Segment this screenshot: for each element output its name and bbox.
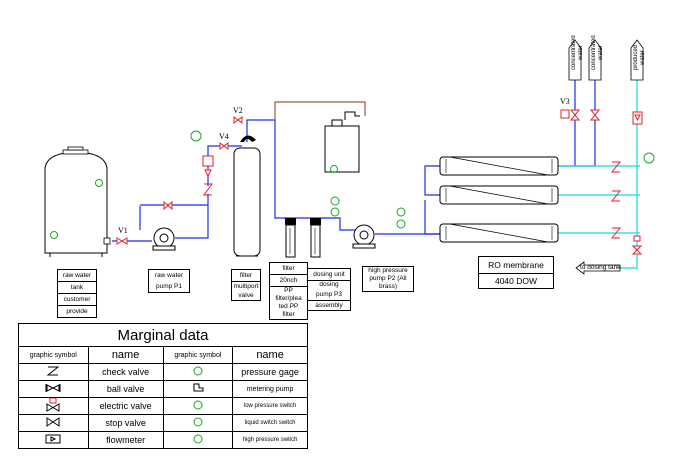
concentrate-valve-icon	[589, 109, 601, 121]
legend-check-valve: check valve	[87, 363, 164, 381]
multiport-filter-vessel	[233, 135, 261, 257]
high-pressure-switch-icon	[193, 434, 203, 444]
legend-low-pressure-switch: low pressure switch	[232, 397, 308, 415]
legend-flowmeter: flowmeter	[87, 431, 164, 449]
to-dosing-tank-label: to dosing tank	[580, 264, 621, 271]
legend-stop-valve: stop valve	[87, 414, 164, 432]
pressure-gage-icon	[190, 130, 202, 142]
high-pressure-pump-label: high pressure pump P2 (All brass)	[362, 266, 414, 292]
liquid-switch-icon-2	[50, 231, 58, 239]
legend-table: Marginal data graphic symbol name graphi…	[18, 323, 308, 449]
raw-water-tank-label: raw water tank customer provide	[57, 269, 97, 318]
valve-v1-icon	[116, 237, 128, 245]
raw-water-pump-label: raw water pump P1	[148, 269, 190, 293]
valve-v3-icon	[560, 109, 581, 121]
legend-metering-pump: metering pump	[232, 380, 308, 398]
valve-label-v3: V3	[560, 97, 570, 106]
ro-vessel-2	[439, 185, 559, 205]
metering-pump-icon	[344, 111, 360, 120]
pipes	[112, 80, 640, 269]
high-pressure-switch-icon	[396, 207, 406, 229]
ro-membrane-vessels	[439, 156, 559, 243]
pipe-filter-to-pp	[274, 120, 355, 231]
flowmeter-icon	[45, 434, 61, 444]
legend-col-symbol-2: graphic symbol	[162, 346, 234, 364]
valve-label-v1: V1	[118, 226, 128, 235]
low-pressure-switch-icon	[193, 400, 203, 410]
legend-col-symbol: graphic symbol	[18, 346, 89, 364]
stop-valve-icon	[46, 417, 60, 427]
legend-pressure-gage: pressure gage	[232, 363, 308, 381]
to-dosing-tank-arrow	[575, 261, 621, 275]
pipe-permeate	[558, 80, 640, 269]
ro-vessel-1	[439, 156, 559, 176]
legend-title: Marginal data	[18, 323, 308, 347]
pipe-filter-top	[246, 119, 275, 142]
valve-label-v2: V2	[233, 106, 243, 115]
legend-col-name-2: name	[232, 346, 308, 364]
legend-col-name: name	[87, 346, 164, 364]
flowmeter-icon	[632, 111, 643, 125]
filter-label: filter multiport valve	[231, 269, 261, 301]
permeate-check-valves	[610, 161, 622, 239]
pp-filter-label: filter 20nch PP filter/plea ted PP filte…	[269, 262, 308, 320]
dosing-return-valve-icon	[631, 235, 643, 255]
legend-liquid-switch: liquid switch switch	[232, 414, 308, 432]
pp-filter-housings	[285, 218, 321, 258]
low-pressure-switch-icon	[330, 196, 340, 217]
liquid-switch-icon	[193, 417, 203, 427]
valve-v2-icon	[233, 116, 243, 124]
valve-label-v4: V4	[219, 132, 229, 141]
dosing-unit-label: dosing unit dosing pump P3 assembly	[307, 268, 351, 311]
pipe-concentrate	[558, 80, 596, 167]
dosing-tank	[324, 111, 360, 173]
pipe-ro-interconnect	[424, 165, 440, 235]
legend-high-pressure-switch: high pressure switch	[232, 431, 308, 449]
ro-vessel-3	[439, 223, 559, 243]
pipe-dosing-line	[274, 101, 366, 120]
liquid-switch-icon	[95, 179, 103, 187]
check-valve-icon	[203, 183, 213, 196]
ro-membrane-label: RO membrane 4040 DOW	[478, 256, 554, 289]
electric-valve-icon	[202, 155, 214, 178]
outlet-arrows	[568, 39, 644, 81]
check-valve-icon	[46, 366, 60, 376]
valve-v4-icon	[219, 142, 229, 150]
pipe-p1-up	[140, 194, 209, 239]
raw-water-pump-p1-icon	[152, 227, 176, 251]
pressure-gage-icon	[193, 366, 203, 376]
ball-valve-bypass-icon	[163, 200, 173, 211]
raw-water-tank	[44, 146, 111, 257]
legend-electric-valve: electric valve	[87, 397, 164, 415]
metering-pump-icon	[193, 383, 204, 392]
legend-ball-valve: ball valve	[87, 380, 164, 398]
ball-valve-icon	[45, 384, 61, 392]
high-pressure-pump-p2-icon	[352, 224, 376, 249]
electric-valve-icon	[46, 397, 60, 412]
produced-pressure-gage-icon	[643, 152, 655, 164]
